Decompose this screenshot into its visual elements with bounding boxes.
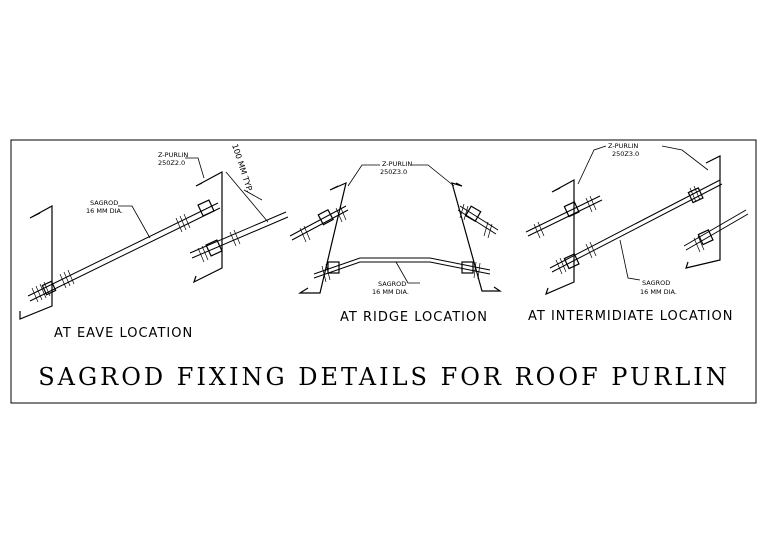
inter-purlin-label: Z-PURLIN xyxy=(608,142,638,150)
eave-nut-3 xyxy=(205,239,223,257)
eave-sagrod-label: SAGROD xyxy=(90,199,118,207)
eave-z-purlin-left xyxy=(19,204,53,320)
inter-nut-3 xyxy=(687,187,704,204)
ridge-z-purlin-left xyxy=(297,181,347,294)
eave-dimension: 100 MM TYP. xyxy=(230,143,254,193)
inter-nut-2 xyxy=(563,253,580,270)
inter-nut-4 xyxy=(697,229,714,246)
inter-sagrod-lower-right xyxy=(683,209,747,247)
eave-purlin-size: 250Z2.0 xyxy=(158,159,185,167)
ridge-sagrod-label: SAGROD xyxy=(378,280,406,288)
eave-caption: AT EAVE LOCATION xyxy=(54,326,193,341)
inter-sagrod-upper-left xyxy=(525,195,601,233)
eave-nut-1 xyxy=(41,280,57,296)
eave-sagrod-next xyxy=(189,211,287,254)
drawing-border xyxy=(10,139,757,404)
eave-sagrod xyxy=(27,202,219,297)
eave-z-purlin-right xyxy=(192,170,223,284)
ridge-purlin-size: 250Z3.0 xyxy=(380,168,407,176)
inter-z-purlin-right xyxy=(685,155,721,269)
ridge-sagrod-bent xyxy=(313,257,491,275)
detail-ridge xyxy=(289,164,502,294)
ridge-z-purlin-right xyxy=(451,182,502,292)
inter-sagrod-label: SAGROD xyxy=(642,279,670,287)
inter-purlin-size: 250Z3.0 xyxy=(612,150,639,158)
ridge-sagrod-right xyxy=(459,205,499,231)
ridge-sagrod-left xyxy=(289,205,347,237)
eave-nut-2 xyxy=(197,199,215,217)
eave-purlin-label: Z-PURLIN xyxy=(158,151,188,159)
ridge-purlin-label: Z-PURLIN xyxy=(382,160,412,168)
ridge-caption: AT RIDGE LOCATION xyxy=(340,310,488,325)
inter-nut-1 xyxy=(563,201,580,218)
ridge-nut-3 xyxy=(327,261,340,274)
inter-caption: AT INTERMIDIATE LOCATION xyxy=(528,309,733,324)
detail-intermediate xyxy=(525,145,749,296)
ridge-nut-1 xyxy=(317,208,334,226)
eave-sagrod-size: 16 MM DIA. xyxy=(86,207,123,215)
inter-sagrod-size: 16 MM DIA. xyxy=(640,288,677,296)
detail-eave xyxy=(19,157,289,320)
ridge-sagrod-size: 16 MM DIA. xyxy=(372,288,409,296)
inter-z-purlin-left xyxy=(545,178,575,296)
ridge-nut-2 xyxy=(464,205,482,223)
inter-sagrod-main xyxy=(549,179,721,269)
ridge-nut-4 xyxy=(461,261,474,274)
drawing-title: SAGROD FIXING DETAILS FOR ROOF PURLIN xyxy=(38,363,730,391)
